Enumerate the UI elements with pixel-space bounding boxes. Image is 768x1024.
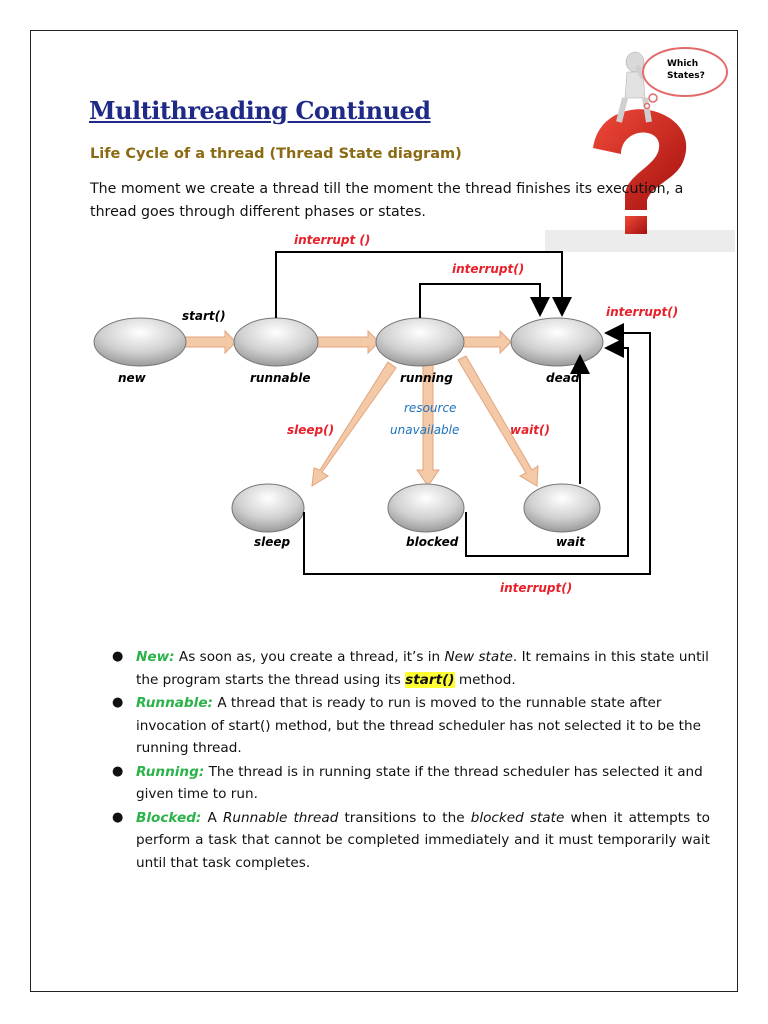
page-subtitle: Life Cycle of a thread (Thread State dia… [90, 146, 462, 162]
blocked-text-2: transitions to the [338, 810, 470, 826]
state-descriptions: ● New: As soon as, you create a thread, … [110, 646, 710, 875]
term-new: New: [136, 649, 175, 665]
blocked-text-italic-2: blocked state [471, 810, 565, 826]
bullet-new: ● New: As soon as, you create a thread, … [110, 646, 710, 691]
page-title: Multithreading Continued [89, 96, 431, 125]
bubble-text-states: States? [667, 71, 705, 81]
bullet-dot: ● [112, 646, 123, 669]
new-text-italic: New state [445, 649, 513, 665]
runnable-text: A thread that is ready to run is moved t… [136, 695, 701, 756]
new-text-3: method. [455, 672, 516, 688]
bullet-running: ● Running: The thread is in running stat… [110, 761, 710, 806]
intro-paragraph: The moment we create a thread till the m… [90, 178, 690, 224]
bullet-dot: ● [112, 692, 123, 715]
blocked-text-italic-1: Runnable thread [223, 810, 338, 826]
bullet-dot: ● [112, 761, 123, 784]
bullet-blocked: ● Blocked: A Runnable thread transitions… [110, 807, 710, 875]
bullet-dot: ● [112, 807, 123, 830]
bullet-runnable: ● Runnable: A thread that is ready to ru… [110, 692, 710, 760]
term-running: Running: [136, 764, 204, 780]
new-text-1: As soon as, you create a thread, it’s in [179, 649, 445, 665]
term-runnable: Runnable: [136, 695, 213, 711]
start-highlight: start() [405, 672, 454, 688]
running-text: The thread is in running state if the th… [136, 764, 703, 803]
term-blocked: Blocked: [136, 810, 201, 826]
bubble-text-which: Which [667, 59, 698, 69]
blocked-text-1: A [208, 810, 223, 826]
